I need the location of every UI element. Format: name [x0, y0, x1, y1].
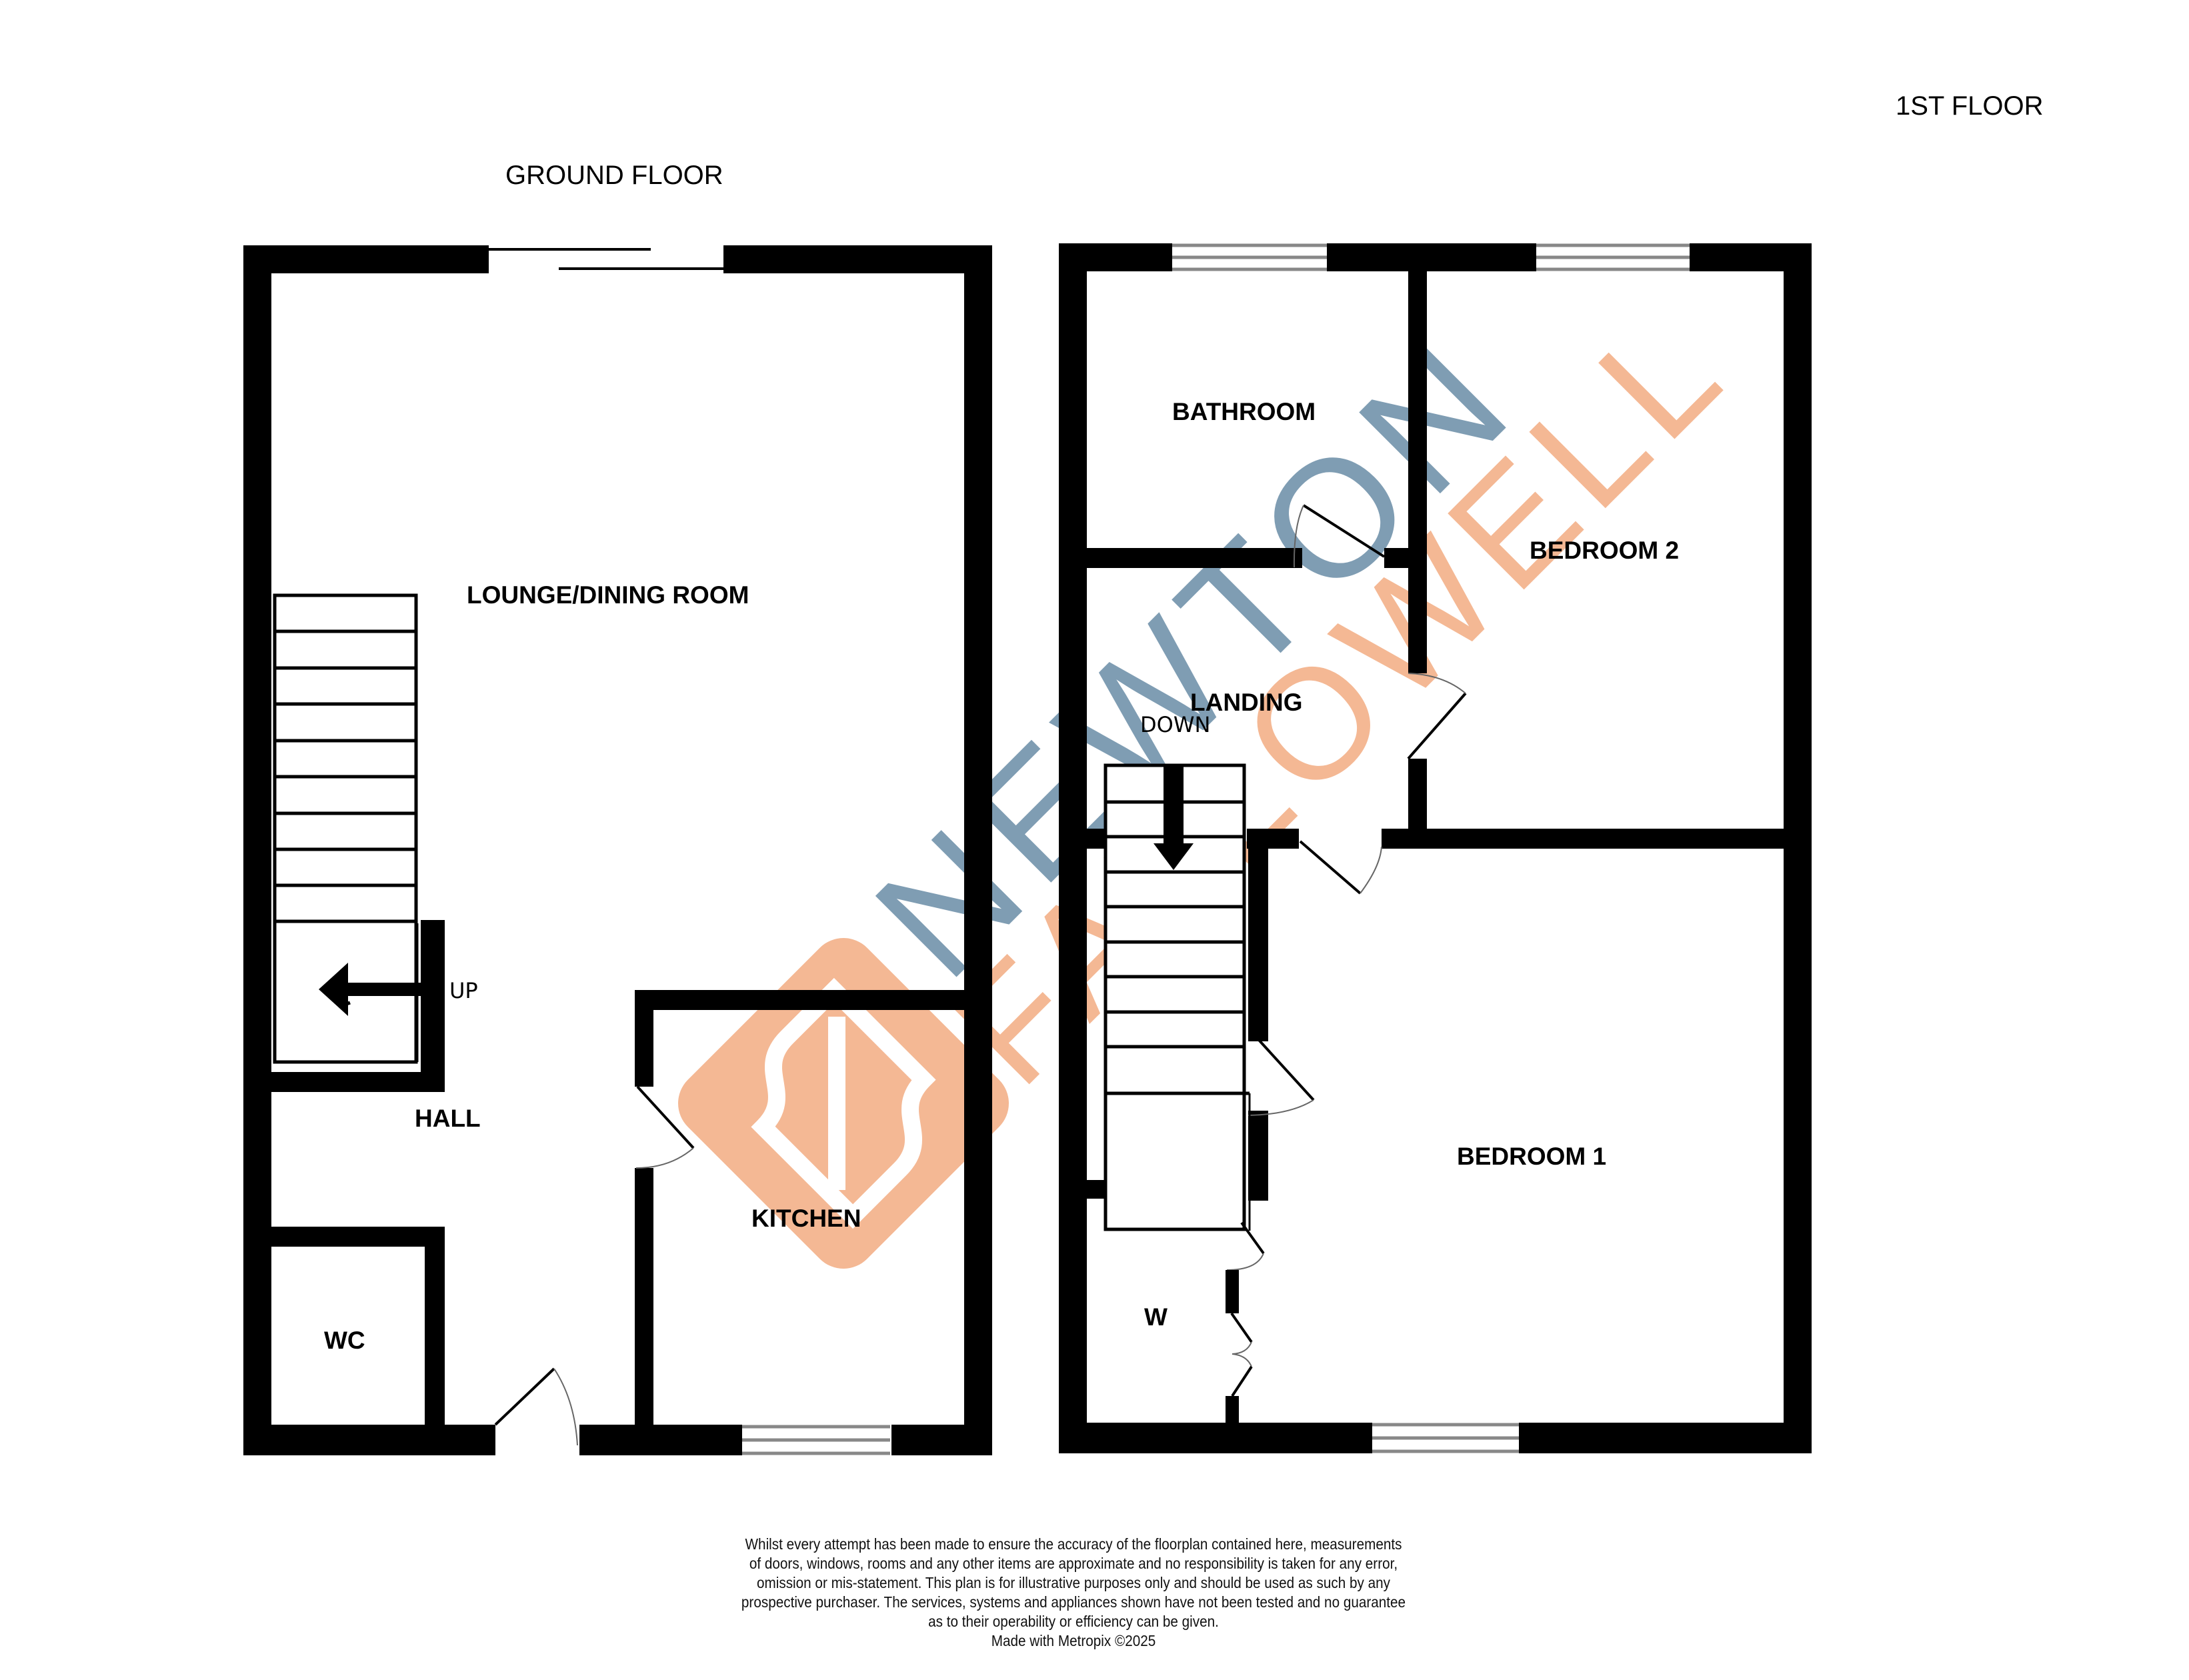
- wall: [271, 1072, 445, 1092]
- stairs-up-label: UP: [449, 978, 478, 1003]
- disclaimer-line: of doors, windows, rooms and any other i…: [749, 1555, 1398, 1572]
- wall: [635, 1168, 653, 1428]
- wall: [243, 245, 489, 273]
- bedroom1-door: [1299, 840, 1362, 895]
- wall: [1248, 1111, 1268, 1201]
- wall: [1059, 1180, 1112, 1199]
- wall: [1059, 548, 1302, 568]
- room-label-bedroom2: BEDROOM 2: [1530, 537, 1679, 564]
- room-label-wc: WC: [324, 1327, 365, 1354]
- wall: [635, 990, 964, 1010]
- bedroom2-door: [1407, 692, 1467, 760]
- window: [1536, 243, 1690, 271]
- wall: [635, 990, 653, 1087]
- room-label-landing: LANDING: [1190, 689, 1303, 716]
- arrow-down-icon: [1154, 765, 1194, 870]
- wardrobe-door: [1230, 1312, 1253, 1343]
- front-door: [494, 1367, 555, 1426]
- wall: [1408, 759, 1427, 839]
- wall: [1248, 841, 1268, 1041]
- wall: [1059, 243, 1812, 271]
- disclaimer-line: prospective purchaser. The services, sys…: [741, 1593, 1406, 1611]
- wall: [1226, 1396, 1239, 1426]
- wall: [243, 1425, 495, 1455]
- room-label-lounge: LOUNGE/DINING ROOM: [467, 581, 749, 609]
- wall: [1059, 829, 1112, 849]
- wall: [1408, 243, 1427, 673]
- window: [1172, 243, 1327, 271]
- wall: [243, 1227, 445, 1247]
- first-floor-title: 1ST FLOOR: [1896, 91, 2044, 121]
- room-label-bedroom1: BEDROOM 1: [1457, 1143, 1606, 1170]
- wall: [964, 245, 992, 1455]
- ground-floor-plan: GROUND FLOOR: [243, 161, 992, 1455]
- room-label-bathroom: BATHROOM: [1172, 398, 1316, 425]
- cupboard-door: [1258, 1039, 1315, 1101]
- disclaimer-line: omission or mis-statement. This plan is …: [756, 1574, 1390, 1591]
- window: [1372, 1423, 1519, 1453]
- wall: [1226, 1270, 1239, 1313]
- kitchen-door: [636, 1085, 695, 1149]
- room-label-kitchen: KITCHEN: [751, 1205, 861, 1232]
- room-label-hall: HALL: [415, 1105, 481, 1132]
- window: [742, 1425, 890, 1455]
- wall: [425, 1227, 445, 1427]
- metropix-credit: Made with Metropix ©2025: [991, 1632, 1156, 1649]
- wall: [891, 1425, 992, 1455]
- wall: [421, 920, 445, 1092]
- wardrobe-door: [1240, 1221, 1265, 1255]
- bathroom-door: [1302, 504, 1386, 558]
- wall: [1384, 548, 1427, 568]
- wardrobe-door: [1231, 1365, 1253, 1397]
- disclaimer-line: as to their operability or efficiency ca…: [928, 1613, 1219, 1630]
- arrow-left-icon: [319, 963, 421, 1016]
- first-floor-plan: 1ST FLOOR: [1059, 91, 2044, 1453]
- room-label-wardrobe: W: [1144, 1303, 1168, 1331]
- disclaimer: Whilst every attempt has been made to en…: [683, 1535, 1464, 1651]
- stairs-down-label: DOWN: [1140, 712, 1210, 737]
- wall: [1382, 829, 1812, 849]
- disclaimer-line: Whilst every attempt has been made to en…: [745, 1535, 1402, 1553]
- ground-floor-title: GROUND FLOOR: [505, 161, 723, 190]
- wall: [243, 245, 271, 1455]
- watermark-logo-icon: [678, 938, 1009, 1269]
- wall: [723, 245, 992, 273]
